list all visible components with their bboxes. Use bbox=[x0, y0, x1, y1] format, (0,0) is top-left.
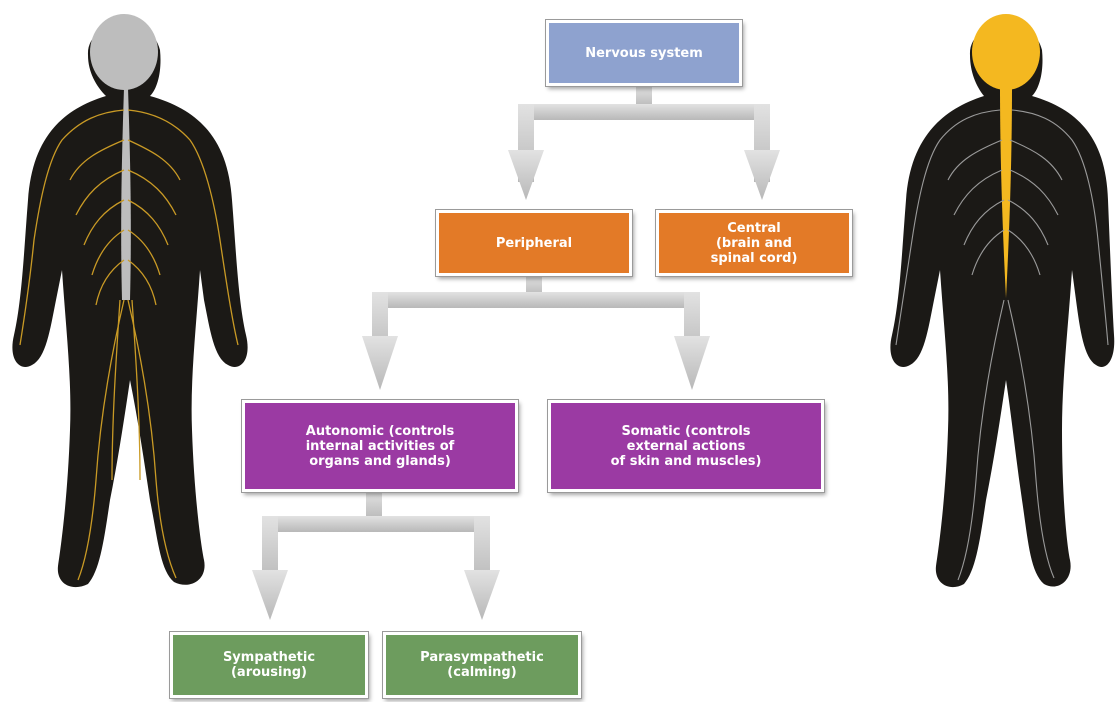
node-parasympathetic-label: Parasympathetic (calming) bbox=[420, 650, 544, 680]
node-autonomic-label: Autonomic (controls internal activities … bbox=[305, 423, 455, 469]
node-parasympathetic: Parasympathetic (calming) bbox=[382, 631, 582, 699]
node-central-label: Central (brain and spinal cord) bbox=[710, 220, 798, 266]
left-body-figure bbox=[12, 14, 248, 588]
node-central: Central (brain and spinal cord) bbox=[655, 209, 853, 277]
human-body-central-nervous-icon bbox=[890, 14, 1115, 588]
node-somatic-label: Somatic (controls external actions of sk… bbox=[610, 423, 762, 469]
node-sympathetic-label: Sympathetic (arousing) bbox=[222, 650, 316, 680]
right-body-figure bbox=[890, 14, 1115, 588]
node-somatic: Somatic (controls external actions of sk… bbox=[547, 399, 825, 493]
connector-nervous-to-level2 bbox=[508, 86, 780, 200]
node-peripheral: Peripheral bbox=[435, 209, 633, 277]
connector-autonomic-to-level4 bbox=[252, 492, 500, 620]
node-nervous-system-label: Nervous system bbox=[585, 45, 703, 61]
node-autonomic: Autonomic (controls internal activities … bbox=[241, 399, 519, 493]
connector-peripheral-to-level3 bbox=[362, 276, 710, 390]
node-sympathetic: Sympathetic (arousing) bbox=[169, 631, 369, 699]
node-nervous-system: Nervous system bbox=[545, 19, 743, 87]
human-body-peripheral-nerves-icon bbox=[12, 14, 248, 588]
node-peripheral-label: Peripheral bbox=[495, 235, 573, 251]
